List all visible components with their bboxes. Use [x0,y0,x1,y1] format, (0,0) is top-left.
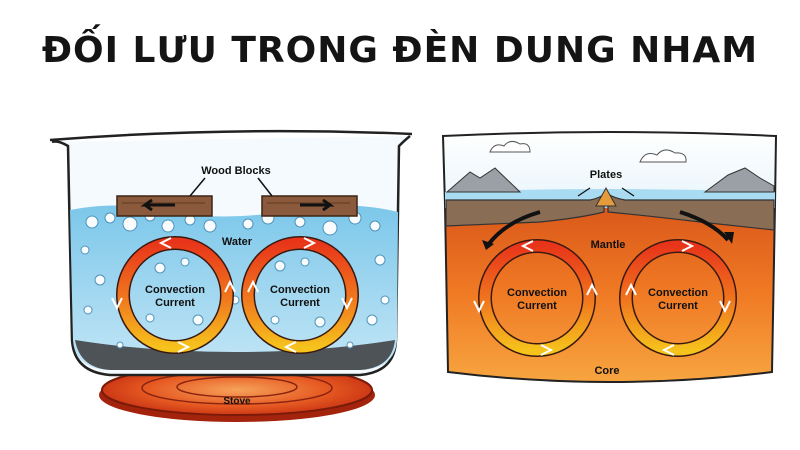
beaker-current-left-line1: Convection [145,284,205,296]
earth-diagram: Plates Mantle Convection Current Convect… [441,131,778,383]
plates-label: Plates [590,169,622,181]
plate-right [607,192,775,231]
earth-current-left-line1: Convection [507,287,567,299]
stove [99,364,375,422]
earth-current-right-line1: Convection [648,287,708,299]
page-title: ĐỐI LƯU TRONG ĐÈN DUNG NHAM [41,30,759,71]
mantle-label: Mantle [591,239,626,251]
beaker-convection-ring-left [111,236,236,354]
beaker-convection-ring-right [241,236,359,354]
stove-label: Stove [223,396,251,407]
mountain-right [703,167,775,193]
cloud-icon [489,140,687,163]
earth-current-left-line2: Current [517,300,557,312]
plate-left [445,192,605,227]
beaker-current-right-line1: Convection [270,284,330,296]
earth-convection-ring-left [473,239,598,357]
earth-convection-ring-right [619,239,737,357]
beaker-current-left-line2: Current [155,297,195,309]
wood-block-left [116,195,213,217]
beaker-current-right-line2: Current [280,297,320,309]
ridge [595,186,617,207]
core-label: Core [594,365,619,377]
water-label: Water [222,236,253,248]
wood-block-right [261,195,358,217]
beaker-diagram: Wood Blocks Water Convection Current Con… [49,129,413,422]
wood-blocks-label: Wood Blocks [201,165,270,177]
earth-current-right-line2: Current [658,300,698,312]
mountain-left [445,167,522,193]
